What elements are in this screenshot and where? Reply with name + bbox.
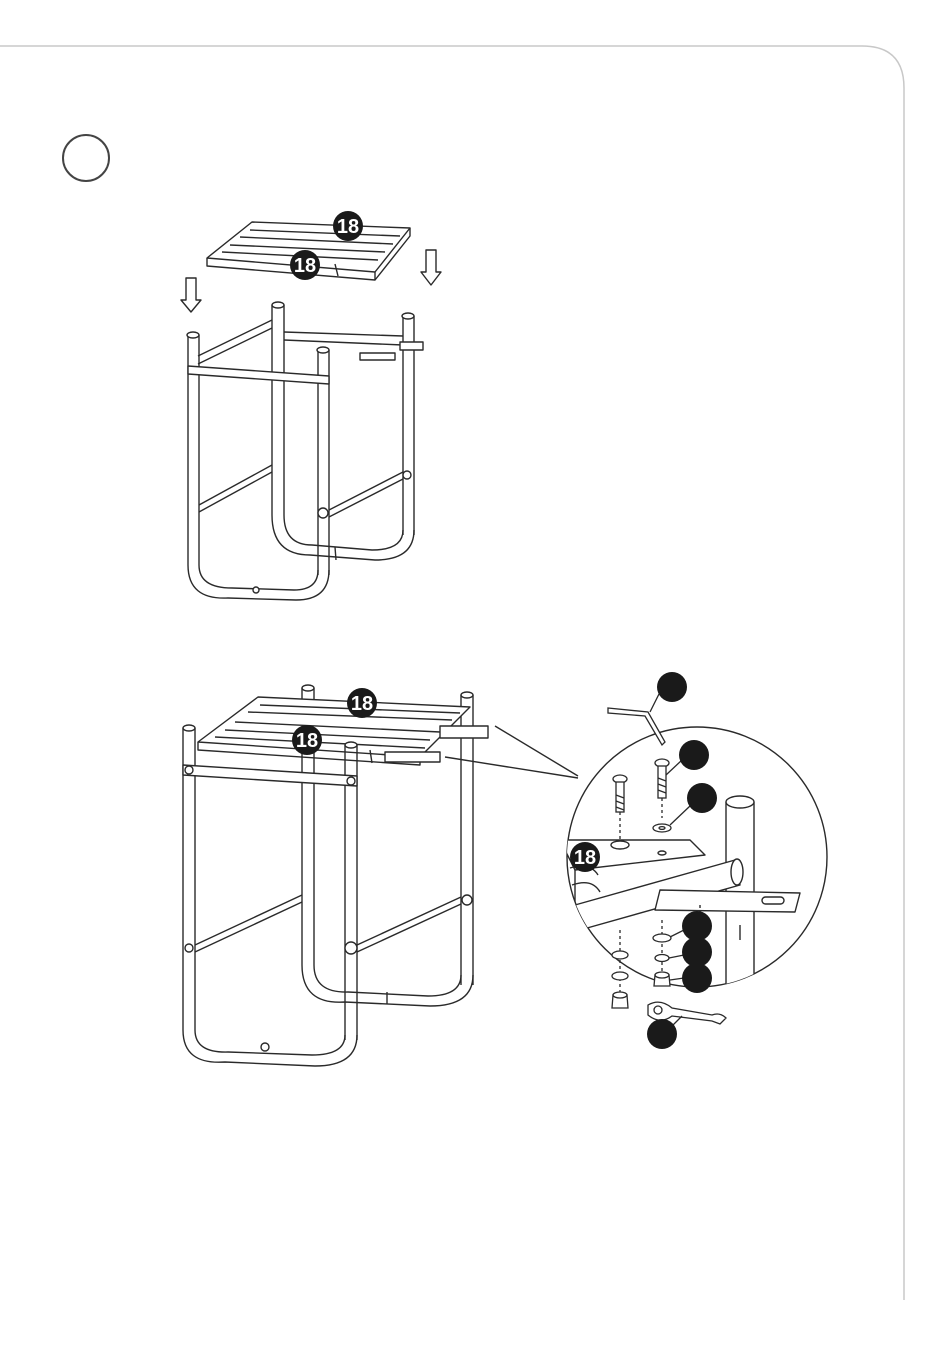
bottom-assembly-view [183,685,578,1066]
top-tabletop-badge-2: 18 [290,250,320,280]
bottom-tabletop-badge-1: 18 [347,688,377,718]
down-arrow-left [181,278,201,312]
top-frame [187,302,423,600]
top-badge-2-label: 18 [294,255,316,277]
callout-hex-key [650,672,687,712]
down-arrow-right [421,250,441,285]
detail-zoom: 18 [560,672,827,1049]
callout-wrench [647,1016,682,1049]
bottom-tabletop-badge-2: 18 [292,725,322,755]
page-border [0,46,904,1300]
top-badge-1-label: 18 [337,216,359,238]
washer-top-icon [653,824,671,832]
step-number-badge [63,135,109,181]
top-tabletop-badge-1: 18 [333,211,363,241]
bottom-badge-1-label: 18 [351,693,373,715]
bottom-badge-2-label: 18 [296,730,318,752]
detail-part-badge: 18 [570,842,600,872]
detail-part-label: 18 [574,847,596,869]
